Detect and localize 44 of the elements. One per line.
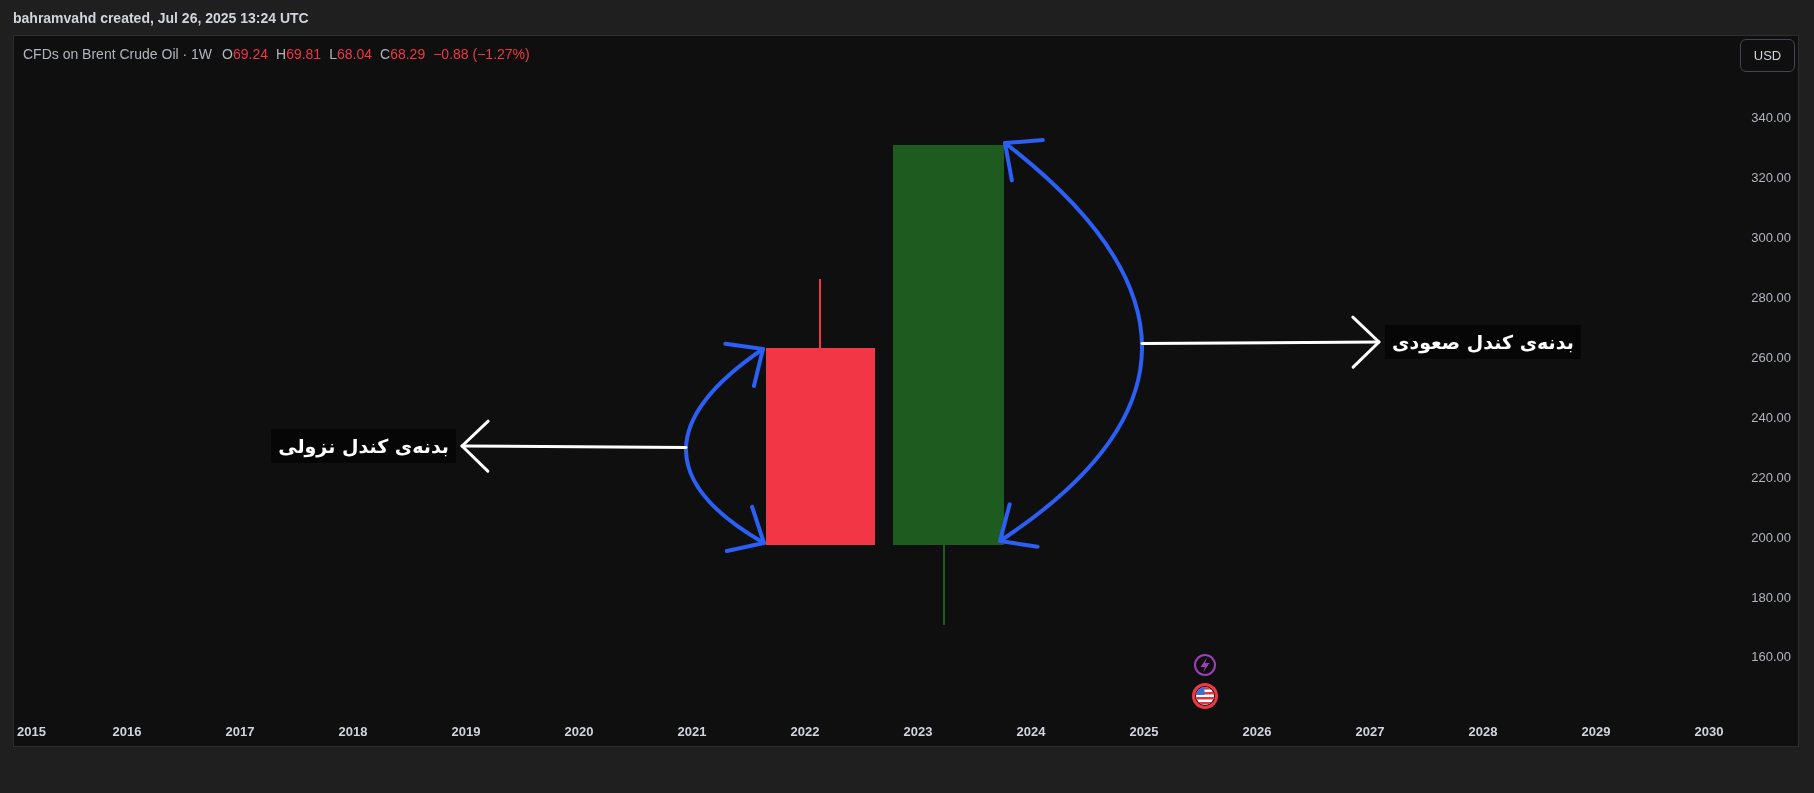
year-tick-label: 2026: [1242, 723, 1272, 739]
ohlc-key: O: [222, 46, 233, 62]
year-tick-label: 2018: [338, 723, 368, 739]
year-tick-label: 2023: [903, 723, 933, 739]
arrow: [1140, 315, 1381, 369]
price-tick-label: 220.00: [1751, 469, 1791, 485]
ohlc-value: 68.04: [336, 46, 372, 62]
year-tick-label: 2021: [677, 723, 707, 739]
annotation-label: بدنه‌ی کندل صعودی: [1385, 325, 1581, 359]
price-tick-label: 160.00: [1751, 649, 1791, 665]
symbol-title: CFDs on Brent Crude Oil · 1W: [23, 46, 213, 62]
price-tick-label: 320.00: [1751, 169, 1791, 185]
year-tick-label: 2019: [451, 723, 481, 739]
ohlc-key: L: [329, 46, 337, 62]
ohlc-value: 69.81: [286, 46, 322, 62]
price-tick-label: 180.00: [1751, 589, 1791, 605]
curved-bracket: [684, 341, 766, 554]
year-tick-label: 2025: [1129, 723, 1159, 739]
price-tick-label: 240.00: [1751, 409, 1791, 425]
ohlc-value: 68.29: [390, 46, 426, 62]
price-tick-label: 200.00: [1751, 529, 1791, 545]
ohlc-key: C: [380, 46, 391, 62]
year-tick-label: 2030: [1694, 723, 1724, 739]
price-tick-label: 260.00: [1751, 349, 1791, 365]
curved-bracket: [998, 138, 1144, 549]
currency-button: USD: [1740, 39, 1795, 72]
year-tick-label: 2024: [1016, 723, 1046, 739]
ohlc-key: H: [276, 46, 287, 62]
price-tick-label: 280.00: [1751, 289, 1791, 305]
price-tick-label: 300.00: [1751, 229, 1791, 245]
year-tick-label: 2015: [17, 723, 46, 739]
year-tick-label: 2017: [225, 723, 255, 739]
price-tick-label: 340.00: [1751, 110, 1791, 125]
year-tick-label: 2029: [1581, 723, 1611, 739]
arrow: [460, 419, 688, 473]
attribution-text: bahramvahd created, Jul 26, 2025 13:24 UTC: [13, 10, 309, 26]
year-tick-label: 2016: [112, 723, 142, 739]
year-tick-label: 2020: [564, 723, 594, 739]
annotation-label: بدنه‌ی کندل نزولی: [271, 429, 456, 463]
ohlc-value: 69.24: [232, 46, 268, 62]
price-change: −0.88 (−1.27%): [433, 46, 530, 62]
year-tick-label: 2022: [790, 723, 820, 739]
year-tick-label: 2027: [1355, 723, 1385, 739]
year-tick-label: 2028: [1468, 723, 1498, 739]
